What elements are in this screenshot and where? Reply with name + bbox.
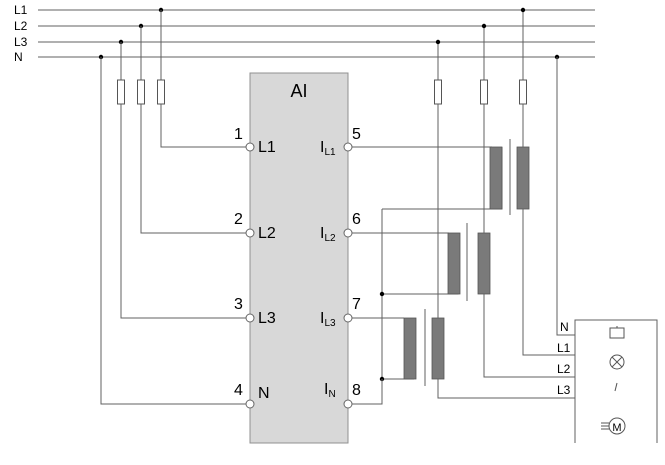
terminal-number: 8 (352, 382, 361, 399)
lamp-icon (609, 354, 625, 370)
terminal-6 (343, 228, 353, 238)
load-label-n: N (560, 320, 569, 334)
terminal-7 (343, 313, 353, 323)
ai-module (249, 72, 349, 444)
terminal-number: 7 (352, 296, 361, 313)
terminal-label: L3 (258, 310, 276, 327)
terminal-4 (245, 399, 255, 409)
terminal-number: 3 (234, 296, 243, 313)
terminal-label: IL2 (320, 225, 336, 244)
left-terminals: 1 2 3 4 L1 L2 L3 N (234, 126, 276, 409)
junction-dot (379, 291, 385, 297)
terminal-number: 6 (352, 211, 361, 228)
relay-coil-icon (609, 326, 625, 339)
bus-label-l3: L3 (14, 35, 28, 49)
motor-icon: M (601, 417, 626, 435)
terminal-label: L2 (258, 225, 276, 242)
switch-icon (614, 382, 618, 392)
bus-label-l1: L1 (14, 3, 28, 17)
bus-label-n: N (14, 50, 23, 64)
fuse-l1 (157, 79, 165, 105)
terminal-label: IN (324, 381, 336, 400)
motor-label: M (612, 422, 621, 434)
junction-dot (435, 39, 441, 45)
junction-dot (481, 23, 487, 29)
fuse-l2 (137, 79, 145, 105)
fuse-primary-l1 (519, 79, 527, 105)
terminal-label: N (258, 385, 270, 402)
terminal-label: IL3 (320, 310, 336, 329)
ct-coil-l2 (447, 232, 461, 295)
fuse-l3 (117, 79, 125, 105)
module-title: AI (290, 81, 307, 101)
terminal-2 (245, 228, 255, 238)
terminal-label: L1 (258, 139, 276, 156)
terminal-3 (245, 313, 255, 323)
load-box-frame (574, 319, 658, 443)
terminal-number: 4 (234, 382, 243, 399)
terminal-8 (343, 399, 353, 409)
fuse-primary-l2 (480, 79, 488, 105)
fuse-primary-l3 (434, 79, 442, 105)
terminal-5 (343, 142, 353, 152)
ct-primary-l3 (431, 317, 445, 380)
ct-primary-l2 (477, 232, 491, 295)
terminal-1 (245, 142, 255, 152)
terminal-number: 5 (352, 126, 361, 143)
load-box: N L1 L2 L3 M (557, 319, 658, 443)
terminal-label: IL1 (320, 139, 336, 158)
terminal-number: 1 (234, 126, 243, 143)
current-transformer-wiring (352, 7, 575, 405)
ct-coil-l1 (489, 146, 503, 210)
bus-bars: L1 L2 L3 N (14, 3, 595, 64)
right-terminals: 5 6 7 8 IL1 IL2 IL3 IN (320, 126, 361, 409)
load-label-l1: L1 (557, 341, 571, 355)
load-label-l3: L3 (557, 383, 571, 397)
junction-dot (520, 7, 526, 13)
load-label-l2: L2 (557, 362, 571, 376)
ct-primary-l1 (516, 146, 530, 210)
voltage-wiring (98, 7, 246, 405)
bus-label-l2: L2 (14, 19, 28, 33)
ct-coil-l3 (403, 317, 417, 380)
terminal-number: 2 (234, 211, 243, 228)
